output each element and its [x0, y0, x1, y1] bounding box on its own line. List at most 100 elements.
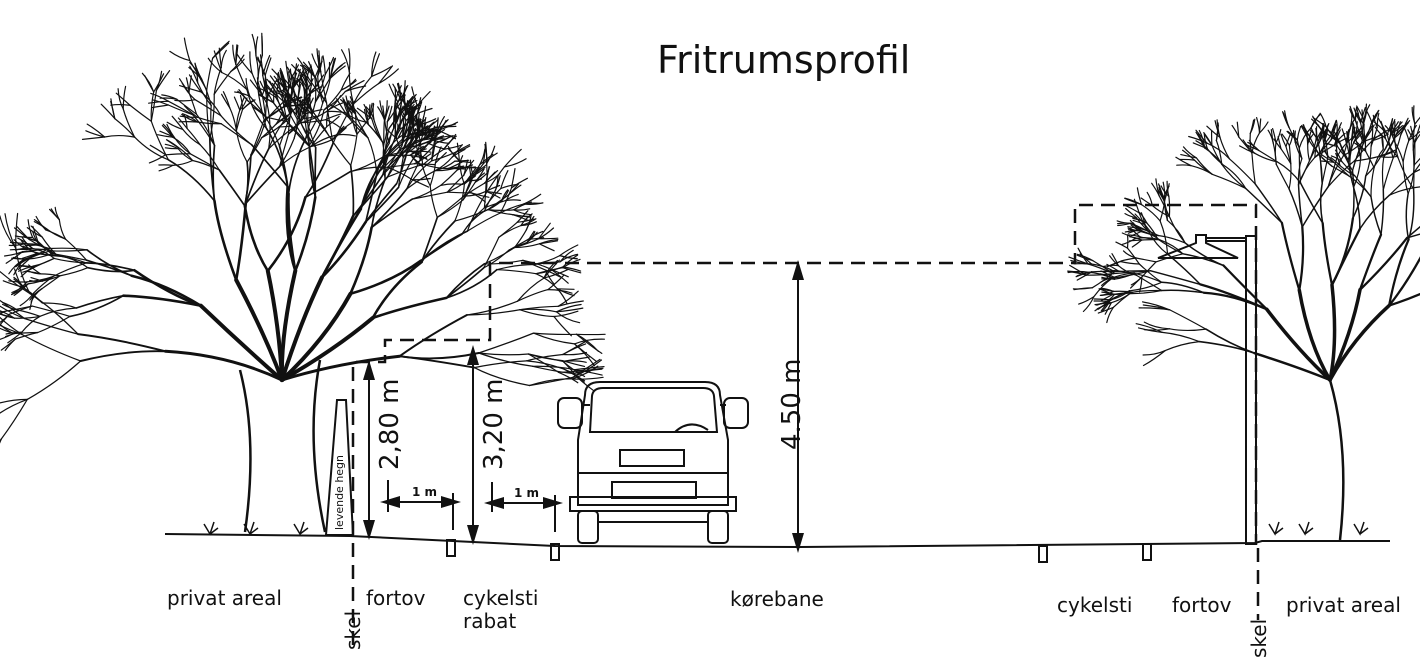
left-tree-branch [279, 138, 295, 168]
left-tree-branch [310, 126, 328, 148]
right-tree-branch [1402, 161, 1409, 195]
left-tree-branch [256, 57, 266, 76]
right-tree-branch [1085, 273, 1114, 276]
left-tree-branch [16, 250, 33, 255]
right-tree-branch [1413, 157, 1420, 166]
left-tree-branch [0, 305, 26, 320]
left-tree-branch [209, 93, 215, 139]
right-tree-branch [1274, 142, 1277, 165]
left-tree-branch [383, 117, 386, 145]
right-tree-branch [1359, 106, 1366, 124]
left-tree-branch [425, 142, 446, 150]
left-tree-branch [401, 142, 428, 149]
left-tree-branch [220, 49, 227, 69]
left-tree-branch [77, 333, 167, 353]
right-tree-branch [1275, 129, 1282, 144]
left-tree-branch [532, 365, 576, 371]
left-tree-branch [556, 288, 575, 290]
right-tree-branch [1141, 261, 1157, 278]
left-tree-branch [196, 121, 222, 125]
left-tree-branch [166, 121, 184, 130]
left-tree-branch [326, 115, 340, 128]
right-tree-branch [1352, 186, 1361, 230]
left-tree-branch [110, 103, 131, 106]
left-tree-branch [448, 148, 460, 162]
right-tree-branch [1159, 198, 1166, 222]
left-tree-branch [483, 249, 510, 269]
left-tree-branch [323, 90, 346, 111]
left-tree-branch [52, 262, 87, 278]
left-tree-branch [527, 353, 564, 362]
right-tree-branch [1298, 127, 1312, 149]
left-tree-branch [250, 143, 289, 188]
left-tree-branch [100, 103, 116, 120]
right-tree-branch [1310, 113, 1321, 129]
left-tree-branch [50, 249, 88, 252]
left-tree-branch [104, 134, 136, 138]
left-tree-branch [54, 206, 60, 221]
left-tree-branch [538, 239, 559, 245]
left-tree-branch [553, 310, 579, 318]
right-tree-branch [1414, 116, 1420, 125]
left-tree-branch [395, 137, 404, 158]
right-tree-branch [1370, 195, 1382, 236]
right-tree-branch [1258, 121, 1269, 134]
right-tree-branch [1253, 351, 1332, 382]
right-tree-branch [1325, 142, 1338, 147]
left-tree-branch [153, 73, 165, 93]
left-tree-branch [562, 267, 582, 274]
left-tree-branch [81, 136, 106, 140]
left-tree-branch [167, 158, 216, 202]
left-tree-branch [265, 116, 288, 122]
right-tree-branch [1380, 120, 1386, 139]
left-tree-branch [220, 123, 253, 146]
right-tree-branch [1149, 270, 1202, 286]
left-tree-branch [470, 166, 480, 181]
right-tree-branch [1192, 142, 1208, 150]
left-tree-branch [13, 276, 26, 290]
left-tree-branch [470, 192, 486, 203]
right-tree-branch [1142, 350, 1166, 367]
left-tree-branch [499, 203, 525, 214]
left-tree-branch [281, 96, 288, 122]
left-tree-branch [562, 254, 579, 268]
left-tree-branch [415, 137, 421, 161]
left-tree-branch [573, 369, 603, 376]
right-tree-branch [1159, 220, 1169, 255]
grass-tuft [1353, 521, 1369, 536]
left-tree-branch [165, 153, 191, 156]
left-tree-branch [14, 247, 34, 251]
left-tree-branch [0, 438, 2, 444]
left-tree-branch [382, 137, 396, 176]
left-tree-branch [291, 107, 298, 120]
right-tree-branch [1175, 156, 1192, 167]
left-tree-branch [200, 91, 222, 117]
left-tree-branch [46, 228, 67, 240]
left-tree-branch [436, 135, 452, 144]
left-tree-branch [174, 99, 196, 102]
left-tree-branch [265, 101, 285, 121]
right-tree-branch [1402, 125, 1410, 141]
right-tree-branch [1126, 247, 1140, 265]
right-tree-branch [1318, 135, 1332, 156]
left-tree-branch [557, 371, 579, 384]
cykelsti-width-label: 1 m [514, 486, 539, 500]
left-tree-branch [538, 243, 555, 252]
right-tree-branch [1221, 163, 1247, 190]
left-tree-branch [376, 142, 390, 175]
right-tree-branch [1336, 145, 1349, 161]
left-tree-branch [562, 343, 587, 356]
left-tree-branch [413, 133, 424, 159]
car-front-view [557, 381, 749, 544]
right-tree-branch [1371, 109, 1380, 124]
right-tree-branch [1397, 157, 1415, 190]
right-tree-branch [1301, 185, 1329, 228]
right-tree-branch [1412, 149, 1415, 190]
street-lamp [1157, 234, 1257, 545]
right-tree-branch [1280, 133, 1287, 148]
left-tree-branch [555, 311, 581, 324]
right-tree-branch [1130, 276, 1143, 286]
left-tree-branch [148, 154, 167, 164]
right-tree-branch [1211, 173, 1247, 190]
right-tree-branch [1254, 152, 1278, 163]
